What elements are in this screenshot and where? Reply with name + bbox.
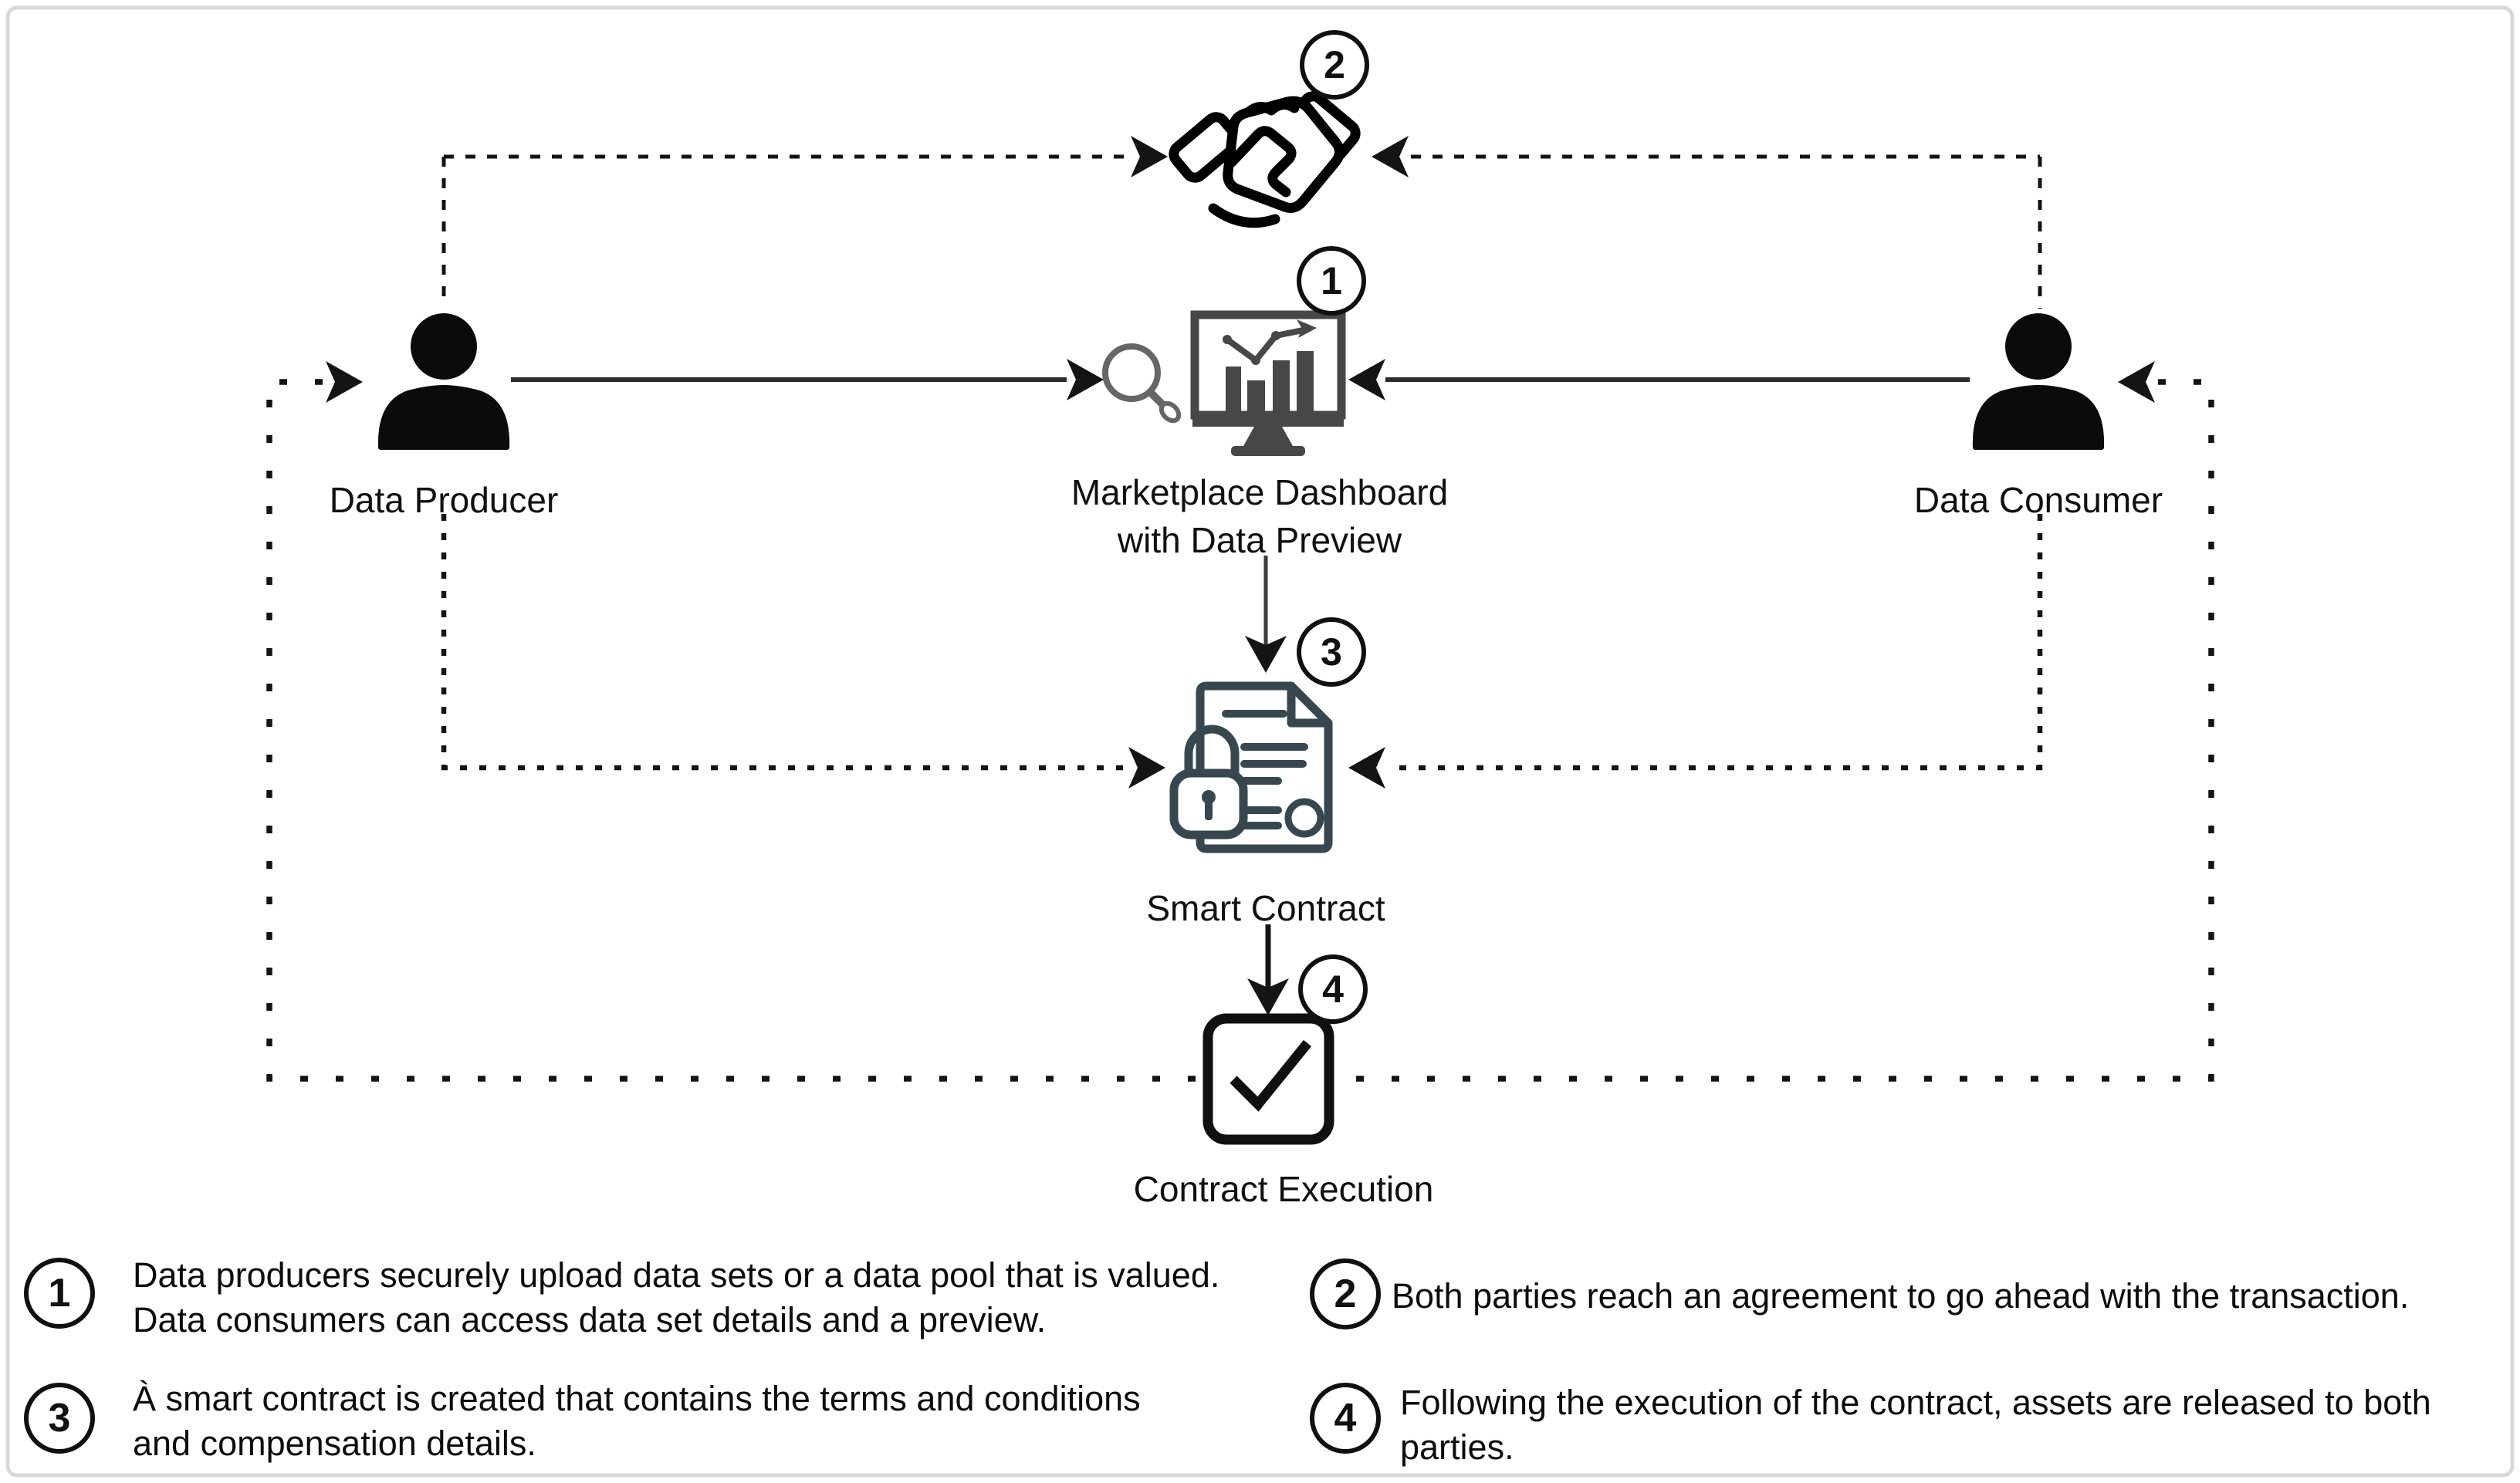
smart-contract-label: Smart Contract: [1146, 888, 1385, 928]
lock-keyhole: [1202, 790, 1216, 804]
execution-box: [1202, 1013, 1334, 1145]
data-consumer-label: Data Consumer: [1913, 480, 2163, 520]
trend-dot-1: [1223, 335, 1232, 344]
legend-item-1-line1: Data producers securely upload data sets…: [133, 1255, 1220, 1295]
monitor-neck: [1243, 427, 1293, 446]
arrowheads: [326, 136, 2155, 1015]
monitor-trend-line: [1223, 319, 1317, 365]
badge-step-3: 3: [1297, 617, 1366, 687]
legend-item-4-line2: parties.: [1400, 1427, 1514, 1467]
magnifier-tip: [1159, 400, 1182, 424]
legend-item-4-text: Following the execution of the contract,…: [1400, 1380, 2431, 1470]
monitor-chin: [1192, 413, 1344, 427]
producer-person-icon: [377, 313, 510, 450]
contract-execution-label: Contract Execution: [1133, 1169, 1434, 1209]
legend-badge-4: 4: [1310, 1383, 1381, 1454]
bar-3: [1273, 360, 1290, 411]
arrowhead-into-producer: [326, 361, 363, 403]
monitor-base: [1231, 446, 1305, 456]
handshake-clasp: [1226, 126, 1297, 198]
legend-item-1-line2: Data consumers can access data set detai…: [133, 1300, 1047, 1339]
bar-4: [1297, 351, 1314, 411]
arrowhead-into-dashboard-left: [1067, 359, 1104, 400]
marketplace-dashboard-label-line2: with Data Preview: [1117, 520, 1402, 560]
marketplace-dashboard-label: Marketplace Dashboard with Data Preview: [1071, 468, 1448, 564]
handshake-knuckles: [1243, 100, 1300, 117]
bar-1: [1226, 367, 1241, 411]
trend-dot-2: [1251, 356, 1260, 365]
trend-path: [1225, 327, 1304, 365]
agreement-dashed-lines: [441, 154, 2042, 309]
checkbox-icon: [1202, 1013, 1334, 1145]
legend-badge-3: 3: [24, 1383, 95, 1454]
legend-item-1-text: Data producers securely upload data sets…: [133, 1253, 1219, 1343]
badge-step-4: 4: [1298, 954, 1368, 1024]
consumer-person-icon: [1972, 313, 2105, 450]
badge-step-3-number: 3: [1321, 630, 1342, 674]
legend-badge-2-number: 2: [1334, 1272, 1357, 1316]
arrowhead-into-contract-right: [1348, 747, 1385, 789]
monitor-bars: [1226, 351, 1314, 411]
legend-badge-3-number: 3: [48, 1396, 71, 1441]
arrowhead-into-contract-left: [1128, 747, 1165, 789]
marketplace-dashboard-label-line1: Marketplace Dashboard: [1071, 472, 1449, 512]
magnifier-icon: [1102, 343, 1182, 424]
arrowhead-into-consumer: [2118, 361, 2155, 403]
consumer-head: [2005, 313, 2072, 380]
legend-item-2-line1: Both parties reach an agreement to go ah…: [1392, 1276, 2410, 1316]
consumer-to-contract-line: [1389, 514, 2043, 771]
arrowhead-into-dashboard-right: [1348, 359, 1385, 400]
handshake-fist: [1223, 96, 1345, 213]
locked-document-icon: [1169, 681, 1333, 853]
monitor-chart-icon: [1190, 310, 1346, 456]
lock-keyhole-stem: [1205, 801, 1213, 820]
execution-loop-lines: [266, 379, 2214, 1082]
doc-seal-circle: [1284, 798, 1324, 838]
magnifier-handle: [1147, 389, 1165, 407]
badge-step-2-number: 2: [1324, 43, 1345, 86]
bar-2: [1247, 380, 1265, 411]
arrowhead-into-contract-top: [1245, 636, 1287, 673]
lock-icon: [1169, 725, 1248, 839]
badge-step-1-number: 1: [1321, 259, 1342, 302]
execution-checkmark: [1230, 1039, 1312, 1112]
handshake-swoosh: [1208, 203, 1280, 228]
lock-shackle: [1184, 725, 1240, 781]
consumer-body: [1972, 385, 2105, 450]
trend-arrowhead: [1297, 319, 1317, 338]
document-text-lines: [1222, 710, 1308, 829]
legend-item-4-line1: Following the execution of the contract,…: [1400, 1383, 2431, 1422]
legend-item-3-text: À smart contract is created that contain…: [133, 1377, 1141, 1466]
monitor-frame: [1190, 310, 1346, 420]
contract-dotted-lines: [441, 514, 2043, 771]
producer-body: [377, 385, 510, 450]
legend-item-2-text: Both parties reach an agreement to go ah…: [1392, 1274, 2409, 1319]
legend-badge-1: 1: [24, 1258, 95, 1329]
legend-item-3-line1: À smart contract is created that contain…: [133, 1379, 1141, 1418]
legend-badge-4-number: 4: [1334, 1396, 1357, 1441]
legend-badge-1-number: 1: [48, 1271, 71, 1316]
handshake-icon: [1169, 91, 1361, 228]
producer-to-contract-line: [441, 514, 1123, 771]
legend-badge-2: 2: [1310, 1258, 1381, 1329]
producer-head: [411, 313, 477, 380]
arrowhead-into-handshake-right: [1372, 136, 1409, 177]
execution-to-producer-loop: [266, 379, 1198, 1082]
magnifier-ring: [1102, 343, 1161, 402]
arrowhead-into-handshake-left: [1131, 136, 1168, 177]
arrowhead-into-execution-top: [1247, 978, 1289, 1015]
legend-item-3-line2: and compensation details.: [133, 1424, 536, 1463]
trend-dot-3: [1271, 331, 1280, 340]
badge-step-4-number: 4: [1322, 968, 1344, 1011]
document-fold-corner: [1287, 686, 1328, 728]
badge-step-1: 1: [1297, 246, 1366, 316]
badge-step-2: 2: [1300, 30, 1369, 100]
data-producer-label: Data Producer: [329, 480, 559, 520]
